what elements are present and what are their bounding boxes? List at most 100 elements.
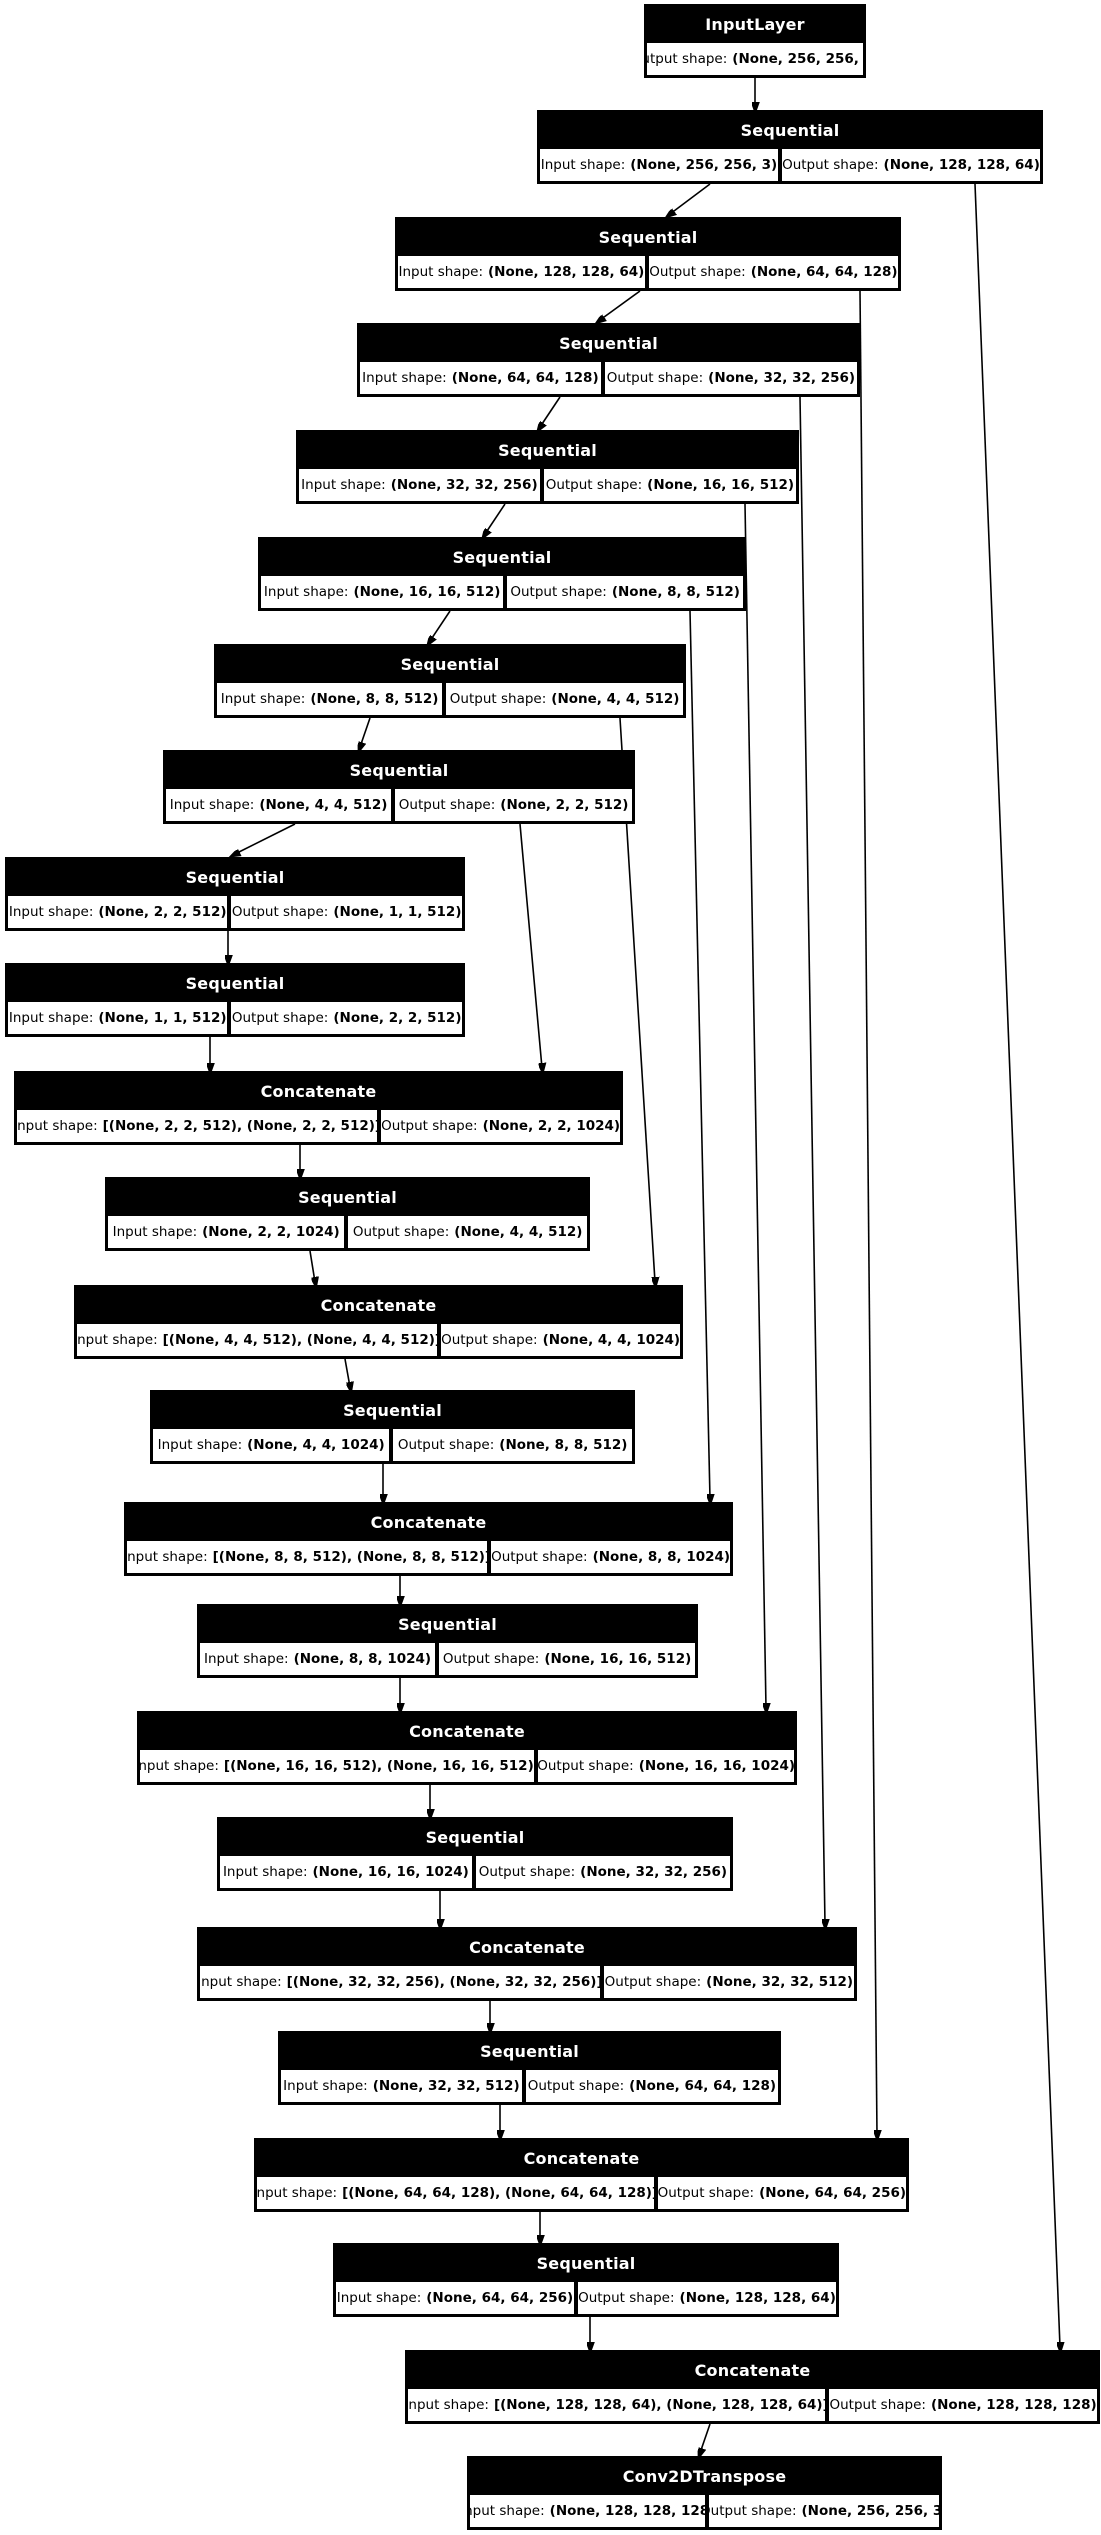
input-shape-cell: Input shape:(None, 8, 8, 1024): [199, 1642, 437, 1676]
input-shape-cell-label: Input shape:: [263, 584, 349, 600]
edge-enc5-to-enc6: [430, 610, 451, 641]
layer-title: Sequential: [298, 1187, 397, 1207]
output-shape-cell-value: (None, 16, 16, 512): [647, 477, 795, 493]
input-shape-cell-value: [(None, 128, 128, 64), (None, 128, 128, …: [493, 2397, 827, 2413]
output-shape-cell: Output shape:(None, 128, 128, 64): [576, 2281, 837, 2315]
edge-enc3-to-enc4: [540, 396, 561, 427]
skip-connection-edge-enc1-to-cat7: [974, 183, 1060, 2347]
output-shape-cell-value: (None, 64, 64, 128): [629, 2078, 777, 2094]
output-shape-cell-value: (None, 32, 32, 256): [708, 370, 856, 386]
output-shape-cell: Output shape:(None, 64, 64, 256): [656, 2176, 907, 2210]
input-shape-cell-value: (None, 64, 64, 128): [451, 370, 599, 386]
shape-cells: Input shape:[(None, 64, 64, 128), (None,…: [256, 2176, 907, 2210]
input-shape-cell-label: Input shape:: [76, 1332, 158, 1348]
skip-connection-edge-enc5-to-cat3: [689, 610, 710, 1499]
input-shape-cell-label: Input shape:: [220, 691, 306, 707]
output-shape-cell: Output shape:(None, 4, 4, 512): [445, 682, 684, 716]
shape-cells: Input shape:(None, 128, 128, 128)Output …: [469, 2494, 940, 2528]
input-shape-cell-label: Input shape:: [126, 1549, 208, 1565]
input-shape-cell: Input shape:[(None, 2, 2, 512), (None, 2…: [16, 1109, 379, 1143]
shape-cells: Input shape:(None, 16, 16, 1024)Output s…: [219, 1855, 731, 1889]
output-shape-cell-label: Output shape:: [578, 2290, 675, 2306]
layer-title: Concatenate: [469, 1937, 585, 1957]
shape-cells: Input shape:(None, 256, 256, 3)Output sh…: [539, 148, 1041, 182]
shape-cells: Input shape:(None, 2, 2, 1024)Output sha…: [107, 1215, 588, 1249]
shape-cells: Input shape:[(None, 16, 16, 512), (None,…: [139, 1749, 795, 1783]
skip-connection-edge-enc7-to-cat1: [519, 823, 542, 1068]
layer-title: Sequential: [343, 1400, 442, 1420]
output-shape-cell: Output shape:(None, 2, 2, 512): [394, 788, 633, 822]
output-shape-cell-label: Output shape:: [537, 1758, 634, 1774]
input-shape-cell-label: Input shape:: [8, 1010, 94, 1026]
input-shape-cell-value: (None, 32, 32, 512): [372, 2078, 520, 2094]
output-shape-cell: Output shape:(None, 16, 16, 512): [438, 1642, 696, 1676]
layer-title: Sequential: [452, 547, 552, 567]
input-shape-cell: Input shape:[(None, 32, 32, 256), (None,…: [199, 1965, 601, 1999]
input-shape-cell: Input shape:(None, 4, 4, 1024): [152, 1428, 391, 1462]
layer-title: Concatenate: [260, 1081, 377, 1101]
output-shape-cell-label: Output shape:: [441, 1332, 538, 1348]
output-shape-cell-label: Output shape:: [647, 51, 728, 67]
edge-dec1-to-cat2: [309, 1250, 315, 1282]
input-shape-cell: Input shape:(None, 4, 4, 512): [165, 788, 393, 822]
shape-cells: Output shape:(None, 256, 256, 3): [646, 42, 864, 76]
input-shape-cell-value: (None, 4, 4, 1024): [247, 1437, 385, 1453]
layer-title: Sequential: [185, 867, 285, 887]
layer-title: Sequential: [559, 333, 658, 353]
output-shape-cell-label: Output shape:: [606, 370, 704, 386]
output-shape-cell-label: Output shape:: [381, 1118, 478, 1134]
output-shape-cell-label: Output shape:: [449, 691, 547, 707]
output-shape-cell: Output shape:(None, 4, 4, 1024): [440, 1323, 681, 1357]
output-shape-cell-label: Output shape:: [657, 2185, 755, 2201]
input-shape-cell: Input shape:(None, 2, 2, 1024): [107, 1215, 346, 1249]
edge-cat2-to-dec2: [344, 1358, 350, 1387]
output-shape-cell-value: (None, 2, 2, 512): [500, 797, 629, 813]
layer-title: Concatenate: [523, 2148, 640, 2168]
output-shape-cell-label: Output shape:: [478, 1864, 576, 1880]
output-shape-cell-value: (None, 128, 128, 64): [883, 157, 1040, 173]
output-shape-cell: Output shape:(None, 128, 128, 64): [780, 148, 1041, 182]
output-shape-cell-label: Output shape:: [491, 1549, 588, 1565]
output-shape-cell: Output shape:(None, 128, 128, 128): [828, 2388, 1098, 2422]
layer-title: Sequential: [536, 2253, 636, 2273]
layer-title: Sequential: [740, 120, 840, 140]
layer-node-input: InputLayerOutput shape:(None, 256, 256, …: [644, 4, 866, 78]
output-shape-cell-value: (None, 1, 1, 512): [333, 904, 462, 920]
layer-title: Sequential: [349, 760, 449, 780]
output-shape-cell-value: (None, 128, 128, 64): [679, 2290, 836, 2306]
layer-title: Conv2DTranspose: [622, 2466, 787, 2486]
output-shape-cell: Output shape:(None, 16, 16, 1024): [537, 1749, 795, 1783]
shape-cells: Input shape:(None, 32, 32, 512)Output sh…: [280, 2069, 779, 2103]
shape-cells: Input shape:(None, 4, 4, 1024)Output sha…: [152, 1428, 633, 1462]
output-shape-cell-label: Output shape:: [708, 2503, 797, 2519]
layer-title: Sequential: [425, 1827, 525, 1847]
output-shape-cell-label: Output shape:: [782, 157, 879, 173]
input-shape-cell: Input shape:(None, 128, 128, 128): [469, 2494, 707, 2528]
input-shape-cell-label: Input shape:: [169, 797, 255, 813]
input-shape-cell: Input shape:[(None, 64, 64, 128), (None,…: [256, 2176, 655, 2210]
input-shape-cell-label: Input shape:: [157, 1437, 243, 1453]
input-shape-cell: Input shape:[(None, 16, 16, 512), (None,…: [139, 1749, 536, 1783]
edge-enc2-to-enc3: [600, 290, 641, 320]
shape-cells: Input shape:(None, 32, 32, 256)Output sh…: [298, 468, 797, 502]
input-shape-cell-label: Input shape:: [204, 1651, 289, 1667]
shape-cells: Input shape:[(None, 4, 4, 512), (None, 4…: [76, 1323, 681, 1357]
output-shape-cell-label: Output shape:: [231, 1010, 329, 1026]
output-shape-cell-label: Output shape:: [510, 584, 607, 600]
output-shape-cell-value: (None, 4, 4, 512): [454, 1224, 583, 1240]
shape-cells: Input shape:[(None, 8, 8, 512), (None, 8…: [126, 1540, 731, 1574]
edge-cat7-to-head: [700, 2423, 711, 2453]
